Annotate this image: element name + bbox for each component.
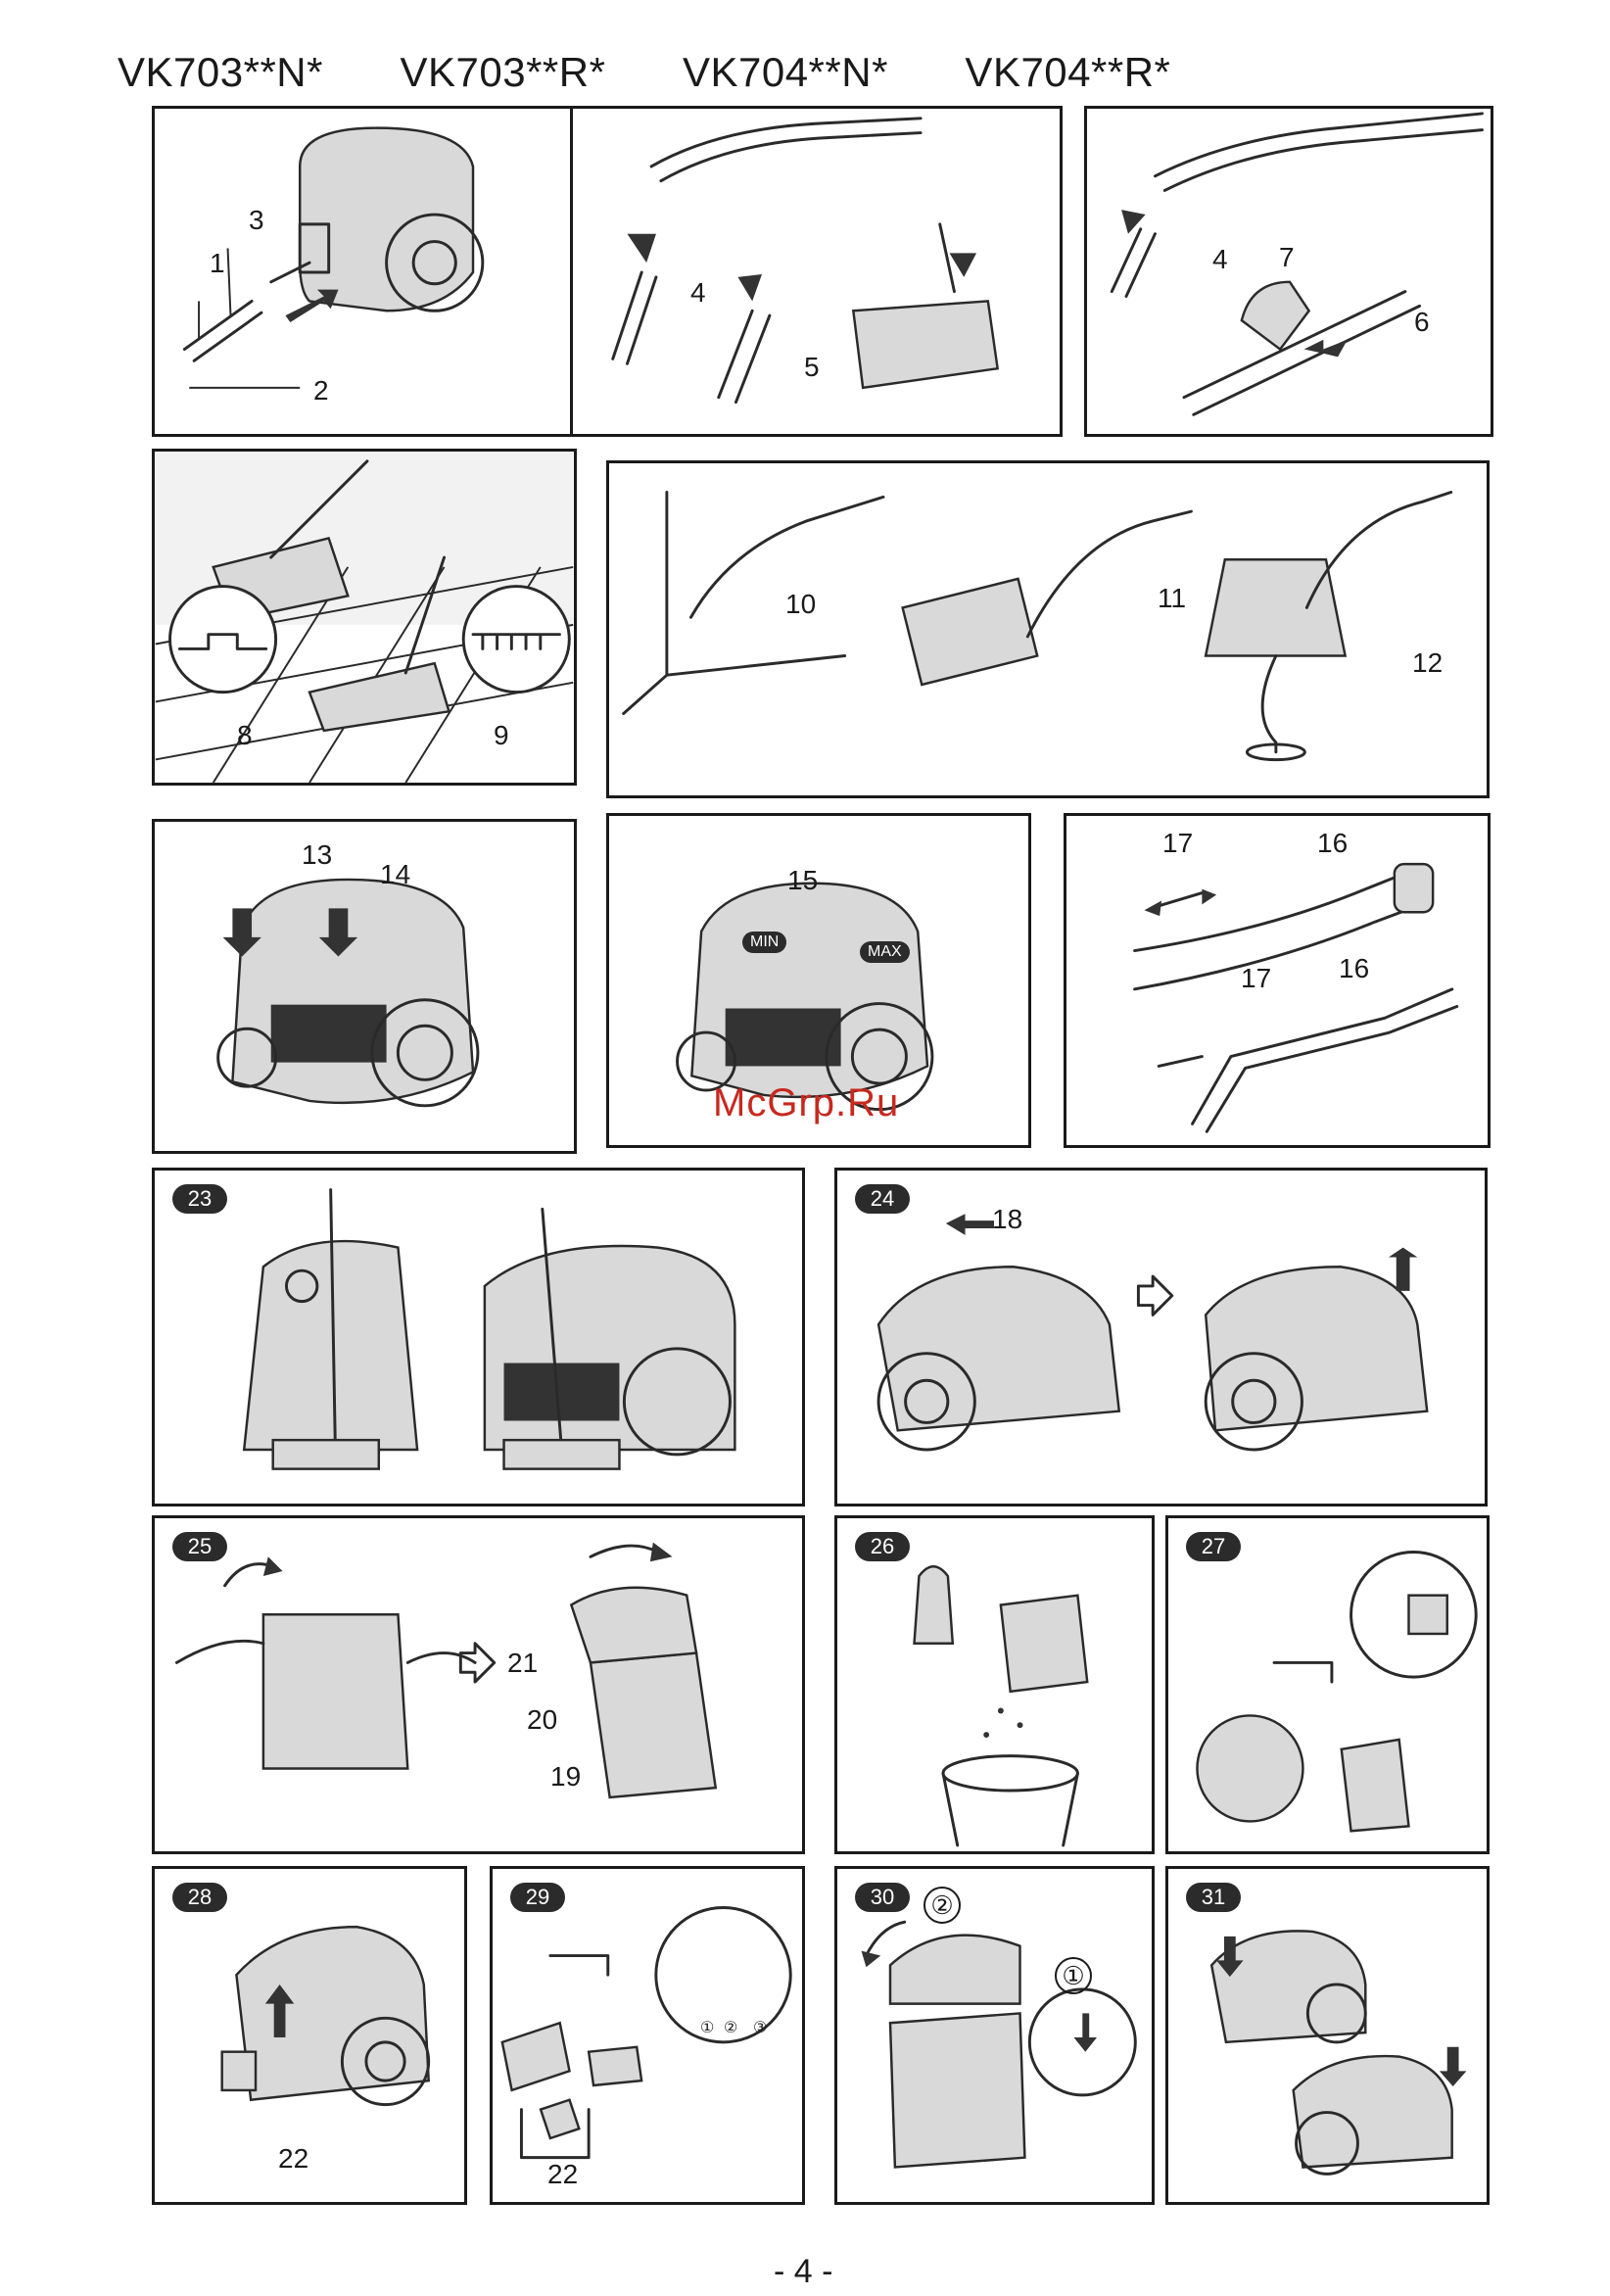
callout-21: 21 xyxy=(507,1648,538,1679)
panel-controls: 13 14 xyxy=(152,819,577,1154)
callout-14: 14 xyxy=(380,859,410,890)
panel-27: 27 xyxy=(1165,1515,1490,1854)
step-3-marker: ③ xyxy=(753,2018,767,2037)
callout-22b: 22 xyxy=(547,2159,578,2190)
callout-16b: 16 xyxy=(1339,953,1369,984)
callout-19: 19 xyxy=(550,1761,581,1793)
step-2-marker: ② xyxy=(724,2018,737,2037)
panel-airflow: 17 16 17 16 xyxy=(1064,813,1491,1148)
page-number: - 4 - xyxy=(774,2253,832,2291)
callout-4: 4 xyxy=(690,277,706,309)
model-title: VK703**N* VK703**R* VK704**N* VK704**R* xyxy=(118,49,1170,96)
callout-18: 18 xyxy=(992,1204,1022,1235)
callout-7: 7 xyxy=(1279,242,1295,273)
callout-5: 5 xyxy=(804,352,820,383)
panel-26: 26 xyxy=(834,1515,1155,1854)
panel-30: 30 ② ① xyxy=(834,1866,1155,2205)
callout-17a: 17 xyxy=(1162,828,1193,859)
panel-29: 29 22 ① ② ③ xyxy=(490,1866,805,2205)
panel-hose-assembly: 1 3 2 xyxy=(152,106,580,437)
panel-adjust-tube: 4 7 6 xyxy=(1084,106,1493,437)
panel-28: 28 22 xyxy=(152,1866,467,2205)
min-label: MIN xyxy=(742,932,786,953)
panel-31: 31 xyxy=(1165,1866,1490,2205)
callout-17b: 17 xyxy=(1241,963,1271,994)
callout-11: 11 xyxy=(1158,583,1186,614)
callout-4b: 4 xyxy=(1212,244,1228,275)
step-2-circle: ② xyxy=(923,1887,961,1924)
step-1-circle: ① xyxy=(1055,1957,1092,1994)
panel-accessories: 10 11 12 xyxy=(606,460,1490,798)
callout-2: 2 xyxy=(313,375,329,407)
callout-1: 1 xyxy=(210,248,225,279)
callout-15: 15 xyxy=(787,865,818,896)
max-label: MAX xyxy=(860,941,910,963)
panel-floor-nozzle: 8 9 xyxy=(152,449,577,786)
panel-23: 23 xyxy=(152,1168,805,1507)
callout-8: 8 xyxy=(237,720,253,751)
callout-9: 9 xyxy=(494,720,509,751)
callout-6: 6 xyxy=(1414,307,1430,338)
callout-10: 10 xyxy=(785,589,816,620)
callout-16a: 16 xyxy=(1317,828,1348,859)
panel-25: 25 21 20 19 xyxy=(152,1515,805,1854)
callout-22a: 22 xyxy=(278,2143,308,2175)
step-1-marker: ① xyxy=(700,2018,714,2037)
watermark: McGrp.Ru xyxy=(713,1081,899,1125)
callout-20: 20 xyxy=(527,1704,557,1736)
callout-12: 12 xyxy=(1412,647,1443,679)
panel-attach-tubes: 4 5 xyxy=(570,106,1063,437)
callout-3: 3 xyxy=(249,205,264,236)
callout-13: 13 xyxy=(302,839,332,871)
panel-24: 24 18 xyxy=(834,1168,1488,1507)
